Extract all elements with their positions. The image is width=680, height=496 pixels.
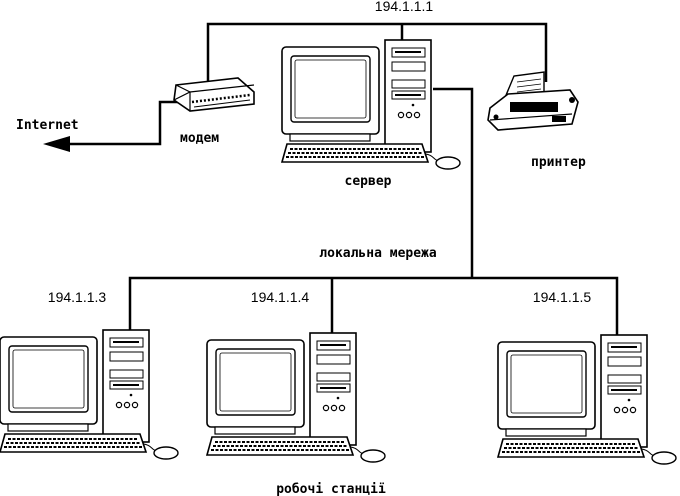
- workstation-2-ip-label: 194.1.1.4: [251, 289, 310, 305]
- workstation-1: [0, 329, 179, 460]
- workstation-3-ip-label: 194.1.1.5: [533, 289, 592, 305]
- workstations-label: робочі станції: [276, 482, 386, 496]
- computer-icon: [497, 334, 677, 465]
- lan-label: локальна мережа: [319, 246, 437, 261]
- computer-icon: [206, 332, 386, 463]
- modem-label: модем: [180, 131, 219, 146]
- network-wires: [68, 22, 619, 335]
- server-label: сервер: [345, 174, 392, 189]
- arrow-left-icon: [43, 136, 70, 152]
- modem-icon: [173, 77, 255, 112]
- server-computer: [281, 39, 461, 170]
- workstation-2: [206, 332, 386, 463]
- internet-label: Internet: [16, 118, 79, 133]
- printer-icon: [487, 71, 579, 131]
- printer-label: принтер: [531, 155, 586, 170]
- workstation-1-ip-label: 194.1.1.3: [48, 289, 107, 305]
- server-ip-label: 194.1.1.1: [375, 0, 434, 14]
- computer-icon: [0, 329, 179, 460]
- workstation-3: [497, 334, 677, 465]
- computer-icon: [281, 39, 461, 170]
